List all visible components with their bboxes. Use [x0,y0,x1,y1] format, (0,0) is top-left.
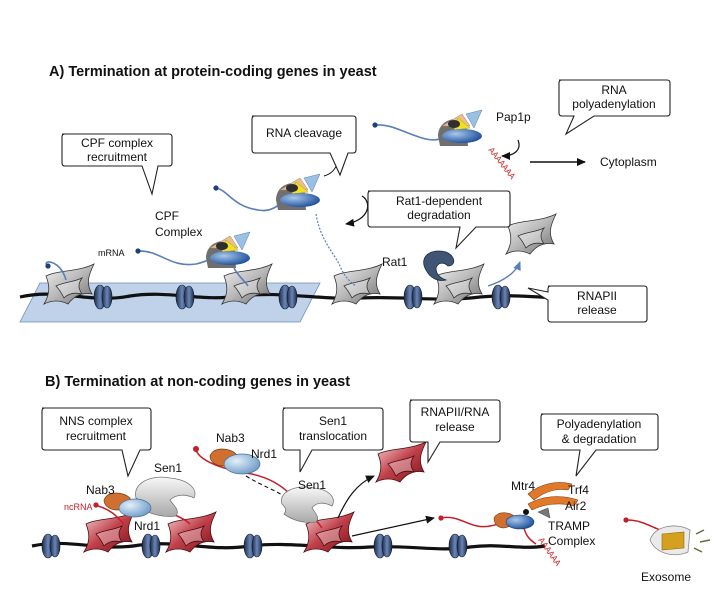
label-sen1-mid: Sen1 [298,478,326,492]
nucleosome [93,284,113,310]
callout-rna-polyadenylation-line2: polyadenylation [572,97,655,111]
rat1-exonuclease [423,250,455,281]
callout-cpf-recruitment-line1: CPF complex [81,136,153,150]
nrd1-mid [223,453,261,475]
nrd1-left [118,498,152,518]
degraded-nucleotides [693,529,711,553]
label-nab3-mid: Nab3 [216,431,245,445]
callout-rnapii-release-line1: RNAPII [577,289,617,303]
panel-b-title: B) Termination at non-coding genes in ye… [45,374,350,390]
label-tramp-line2: Complex [548,534,595,548]
callout-rnapii-release-line2: release [577,303,617,317]
mrna-polyadenylated [374,124,443,141]
label-trf4: Trf4 [568,483,589,497]
label-nrd1-mid: Nrd1 [251,447,277,461]
sen1-mid [281,486,334,523]
mrna-strand [137,250,217,266]
nucleosome [373,533,393,559]
callout-polyadenylation-degradation-line2: & degradation [562,432,637,446]
callout-rat1-degradation [367,190,511,250]
polyadenylation-arrow [501,139,520,160]
rna-cap [93,502,99,508]
cleaved-rna [215,187,283,212]
tramp-nrd1 [505,514,535,530]
label-cytoplasm: Cytoplasm [600,155,657,169]
callout-rna-polyadenylation-line1: RNA [601,83,626,97]
panel-a-title: A) Termination at protein-coding genes i… [49,64,377,80]
callout-rnapii-rna-release-line1: RNAPII/RNA [421,405,490,419]
callout-rnapii-release [527,285,648,323]
callout-rat1-degradation-line2: degradation [407,208,470,222]
callout-rna-cleavage-text: RNA cleavage [266,126,342,140]
label-ncrna: ncRNA [64,502,93,512]
cpf-complex-pap1p [437,109,483,147]
ncrna-mid [195,449,291,495]
nucleosome [141,533,161,559]
rnapii-rna-release-arrow [337,475,375,519]
label-sen1-left: Sen1 [154,461,182,475]
nucleosome [491,284,511,310]
callout-cpf-recruitment [61,133,173,197]
rna-cap [193,446,199,452]
rna-cap [623,517,629,523]
rna-cap [438,515,444,521]
label-rat1: Rat1 [382,255,408,269]
mtr4 [527,482,573,501]
mrna-cap [135,248,141,254]
callout-rna-polyadenylation [558,79,671,136]
release-arrow [487,261,521,287]
cpf-complex [275,173,321,211]
label-mrna: mRNA [98,248,125,258]
callout-sen1-translocation-line1: Sen1 [319,414,347,428]
label-tramp-line1: TRAMP [548,519,590,533]
poly-a-tail-a: AAAAAAA [486,146,518,182]
callout-rnapii-rna-release [409,399,501,464]
exosome-core [661,531,685,551]
ncrna-strand [97,505,125,525]
rnapii-released [505,213,557,255]
callout-sen1-translocation [282,407,384,473]
trf4 [527,496,579,511]
callout-rna-cleavage [251,115,357,177]
rna-cap [45,263,51,269]
ncrna-tail [523,527,537,545]
nucleosome [243,533,263,559]
ncrna-to-exosome [627,519,661,531]
callout-rnapii-rna-release-line2: release [435,420,475,434]
label-cpf-line1: CPF [155,209,179,223]
callout-polyadenylation-degradation [540,413,659,477]
rna-cap [213,185,219,191]
rna-cap [372,122,378,128]
callout-nns-recruitment [41,407,152,478]
nucleosome [175,284,195,310]
callout-cpf-recruitment-line2: recruitment [87,150,148,164]
tramp-dot [523,509,529,515]
dna-strand-b [31,541,546,551]
callout-polyadenylation-degradation-line1: Polyadenylation [557,417,642,431]
callout-sen1-translocation-line2: translocation [299,429,367,443]
label-exosome: Exosome [641,570,691,584]
nucleosome [448,533,468,559]
label-air2: Air2 [565,499,587,513]
nucleosome [41,533,61,559]
rna-downstream [315,213,357,287]
label-pap1p: Pap1p [496,110,531,124]
rna-strand [233,267,249,287]
callout-nns-recruitment-line1: NNS complex [59,414,132,428]
callout-nns-recruitment-line2: recruitment [66,429,127,443]
label-cpf-line2: Complex [155,225,202,239]
rna-release-arrow [351,515,435,537]
label-mtr4: Mtr4 [511,479,535,493]
callout-rat1-degradation-line1: Rat1-dependent [396,194,483,208]
cpf-complex [205,231,251,269]
label-nrd1-left: Nrd1 [134,519,160,533]
nucleosome [278,284,298,310]
degradation-arrow [345,195,369,227]
air2 [537,507,551,519]
rnapii-red-released [375,441,427,483]
nucleosome [403,284,423,310]
label-nab3-left: Nab3 [86,483,115,497]
